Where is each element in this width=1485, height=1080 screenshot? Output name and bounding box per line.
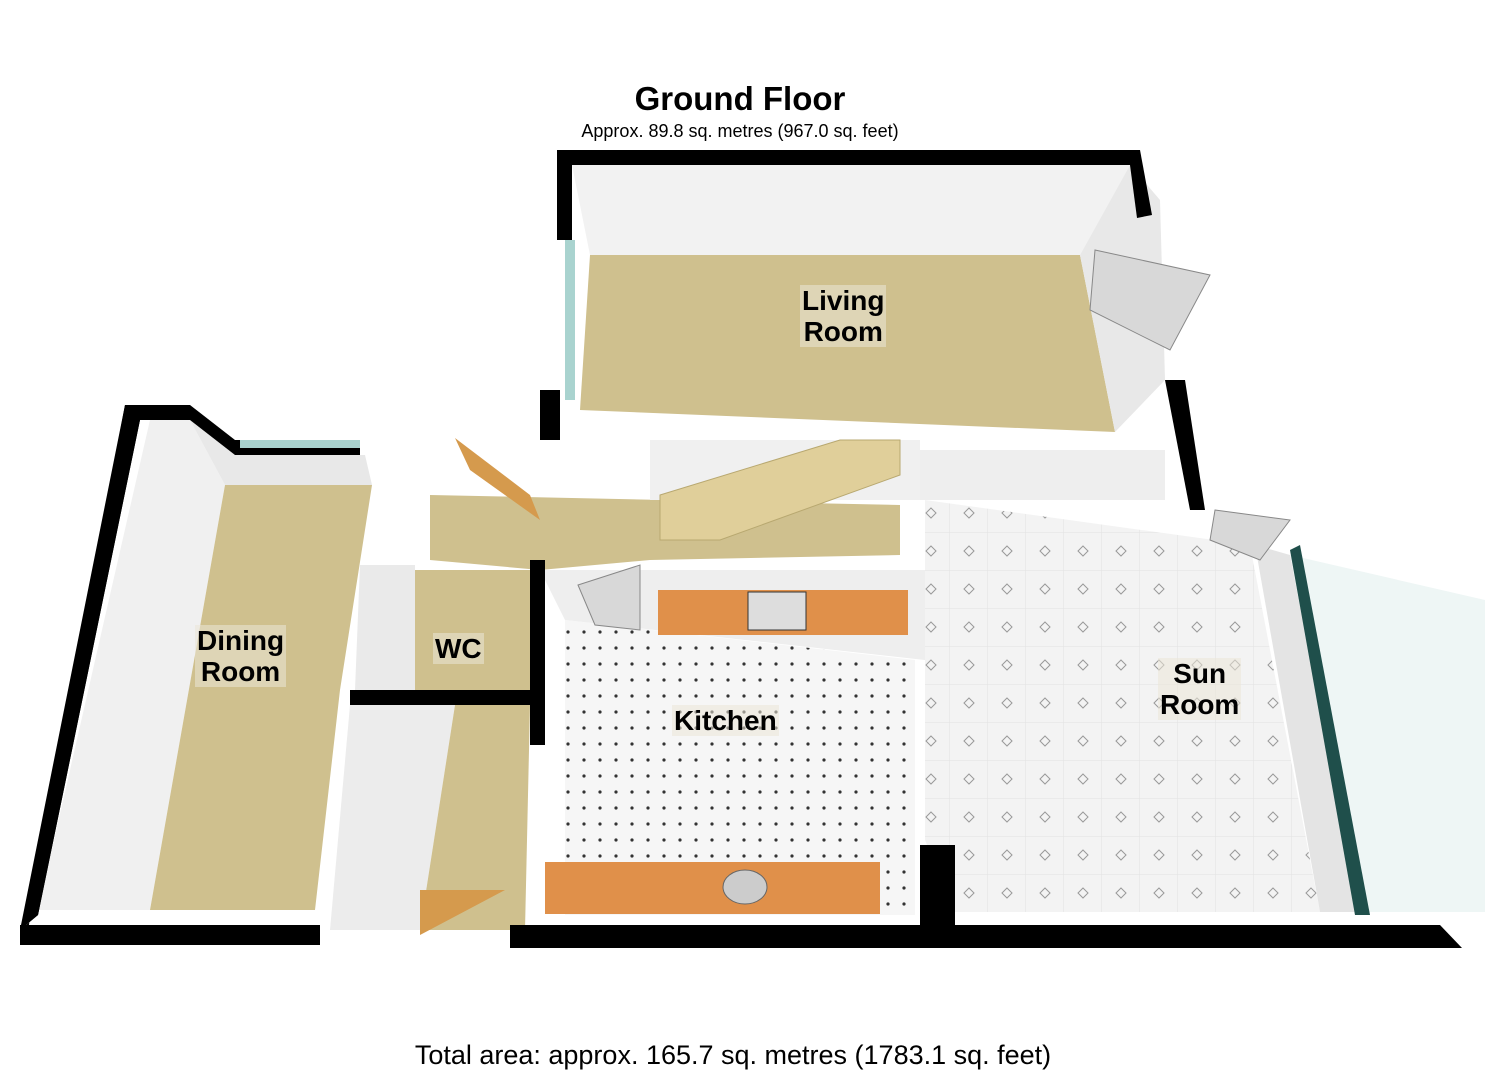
total-area: Total area: approx. 165.7 sq. metres (17… <box>414 1040 1052 1070</box>
dining-room <box>20 405 372 945</box>
sun-room <box>925 500 1485 915</box>
staircase <box>659 439 901 541</box>
window-icon <box>1089 249 1211 351</box>
floor-title: Ground Floor <box>634 80 846 117</box>
worktop <box>545 862 880 914</box>
floor-area: Approx. 89.8 sq. metres (967.0 sq. feet) <box>581 121 899 141</box>
room-label-wc: WC <box>433 633 484 664</box>
wc-room <box>330 565 530 935</box>
exterior-wall <box>510 925 1462 948</box>
hallway <box>430 380 1205 570</box>
door-icon <box>455 438 540 520</box>
room-label-kitchen: Kitchen <box>672 705 779 736</box>
hob-icon <box>747 591 807 631</box>
door-icon <box>420 890 505 935</box>
kitchen <box>530 560 925 915</box>
window-icon <box>577 564 641 631</box>
sink-icon <box>722 869 768 905</box>
window-icon <box>1209 509 1291 561</box>
